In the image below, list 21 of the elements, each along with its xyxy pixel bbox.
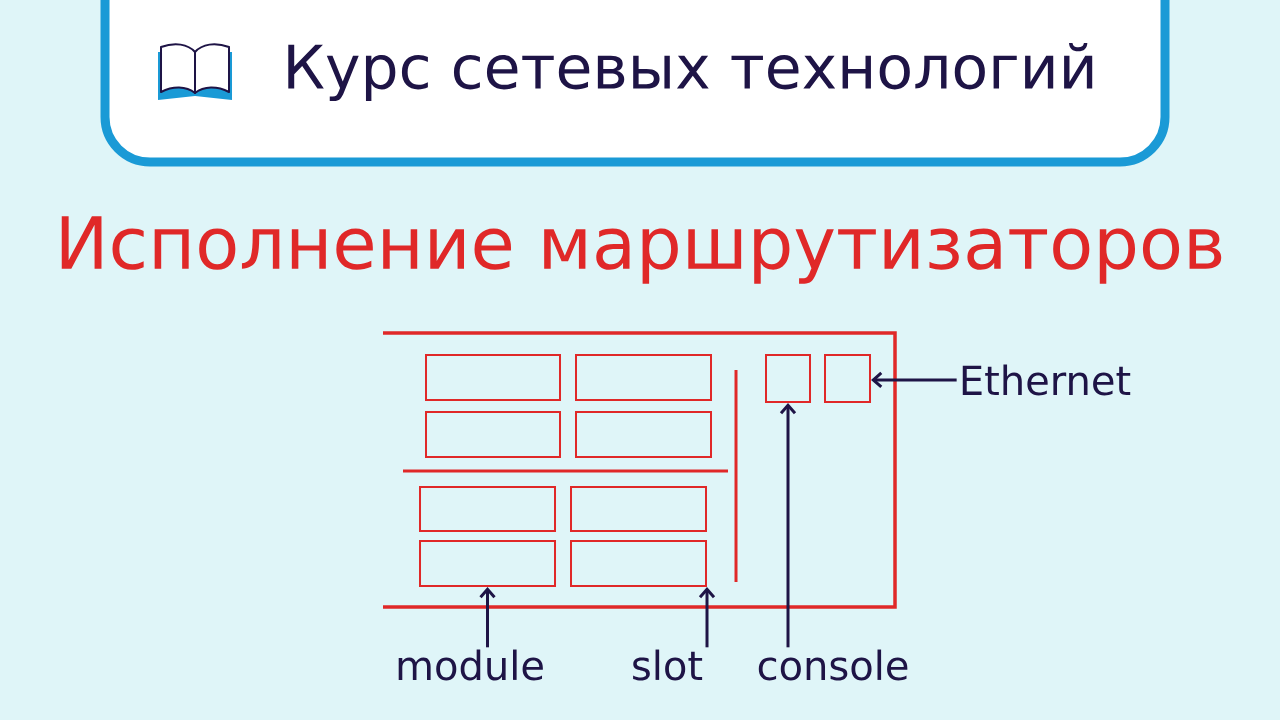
module-box <box>425 411 561 458</box>
module-box <box>570 486 707 532</box>
module-box <box>419 486 556 532</box>
module-box <box>419 540 556 587</box>
module-box <box>425 354 561 401</box>
arrow <box>698 587 716 648</box>
callout-label: Ethernet <box>962 364 1131 396</box>
arrow <box>479 587 496 648</box>
arrow <box>871 371 957 389</box>
callout-label: console <box>758 649 908 681</box>
arrow <box>779 403 797 648</box>
port-box <box>824 354 871 403</box>
title: Исполнение маршрутизаторов <box>61 216 1222 284</box>
module-box <box>575 411 712 458</box>
header-banner: Курс сетевых технологий <box>100 0 1170 167</box>
router-chassis <box>383 331 897 609</box>
module-box <box>570 540 707 587</box>
port-box <box>765 354 811 403</box>
module-box <box>575 354 712 401</box>
callout-label: slot <box>633 649 703 681</box>
callout-label: module <box>398 649 543 681</box>
